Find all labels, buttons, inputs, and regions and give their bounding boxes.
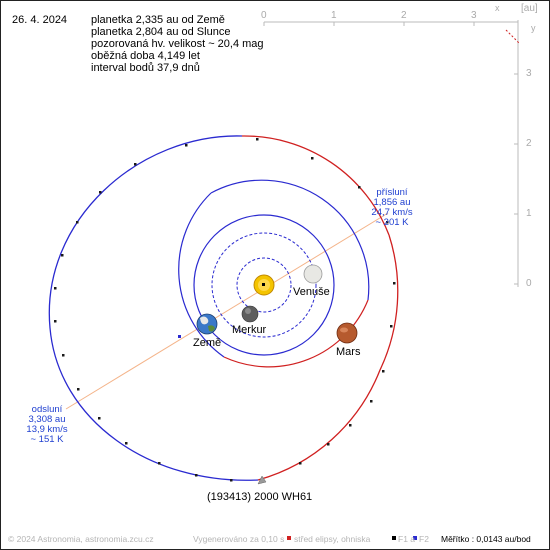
aphelion-title: odsluní — [31, 404, 63, 415]
aphelion-block: odsluní 3,308 au 13,9 km/s ~ 151 K — [18, 405, 76, 445]
mercury-orbit — [236, 257, 292, 313]
mars-label: Mars — [336, 346, 361, 358]
perihelion-block: přísluní 1,856 au 24,7 km/s ~ 201 K — [364, 188, 420, 228]
venus-orbit — [211, 232, 317, 338]
offscale-segment — [505, 29, 521, 45]
legend-f2-marker — [413, 536, 417, 540]
aphelion-temperature: ~ 151 K — [30, 434, 64, 445]
mercury-highlight — [245, 308, 251, 314]
perihelion-speed: 24,7 km/s — [371, 207, 413, 218]
x-tick-0: 0 — [261, 10, 267, 21]
x-tick-1: 1 — [331, 10, 337, 21]
y-tick-0: 0 — [526, 278, 532, 289]
aphelion-speed: 13,9 km/s — [26, 424, 68, 435]
x-tick-3: 3 — [471, 10, 477, 21]
earth-label: Země — [193, 337, 222, 349]
info-line-distance-earth: planetka 2,335 au od Země — [91, 14, 225, 26]
earth-marker — [178, 335, 181, 338]
venus-label: Venuše — [293, 286, 330, 298]
earth-planet — [196, 313, 218, 335]
info-line-period: oběžná doba 4,149 let — [91, 50, 200, 62]
unit-label: [au] — [521, 3, 538, 14]
asteroid-label: (193413) 2000 WH61 — [207, 491, 313, 503]
footer-generated: Vygenerováno za 0,10 s — [193, 534, 285, 544]
perihelion-title: přísluní — [376, 187, 408, 198]
y-tick-3: 3 — [526, 68, 532, 79]
info-line-interval: interval bodů 37,9 dnů — [91, 62, 200, 74]
apsidal-line — [65, 212, 389, 410]
mercury-planet — [241, 305, 259, 323]
legend-f1-marker — [392, 536, 396, 540]
footer-copyright: © 2024 Astronomia, astronomia.zcu.cz — [8, 534, 154, 544]
mars-planet — [336, 322, 358, 344]
aphelion-distance: 3,308 au — [28, 414, 66, 425]
sun — [253, 274, 275, 296]
y-tick-1: 1 — [526, 208, 532, 219]
info-line-magnitude: pozorovaná hv. velikost ~ 20,4 mag — [91, 38, 264, 50]
asteroid-marker — [257, 475, 267, 485]
mercury-label: Merkur — [232, 324, 267, 336]
x-axis-name: x — [495, 3, 500, 13]
scale-label: Měřítko : 0,0143 au/bod — [441, 534, 531, 544]
y-tick-2: 2 — [526, 138, 532, 149]
perihelion-temperature: ~ 201 K — [375, 217, 409, 228]
date-label: 26. 4. 2024 — [12, 14, 68, 26]
perihelion-distance: 1,856 au — [373, 197, 411, 208]
info-line-distance-sun: planetka 2,804 au od Slunce — [91, 26, 231, 38]
venus-planet — [303, 264, 323, 284]
legend-center-marker — [287, 536, 291, 540]
legend-f2-text: F2 — [419, 534, 429, 544]
mars-orbit — [178, 179, 370, 368]
y-axis-name: y — [531, 23, 536, 33]
asteroid-orbit-points — [54, 138, 396, 482]
axis-ticks — [263, 22, 518, 285]
legend-f1-text: F1 a — [398, 534, 416, 544]
earth-orbit — [193, 214, 335, 356]
legend-center-text: střed elipsy, ohniska — [294, 534, 371, 544]
x-tick-2: 2 — [401, 10, 407, 21]
